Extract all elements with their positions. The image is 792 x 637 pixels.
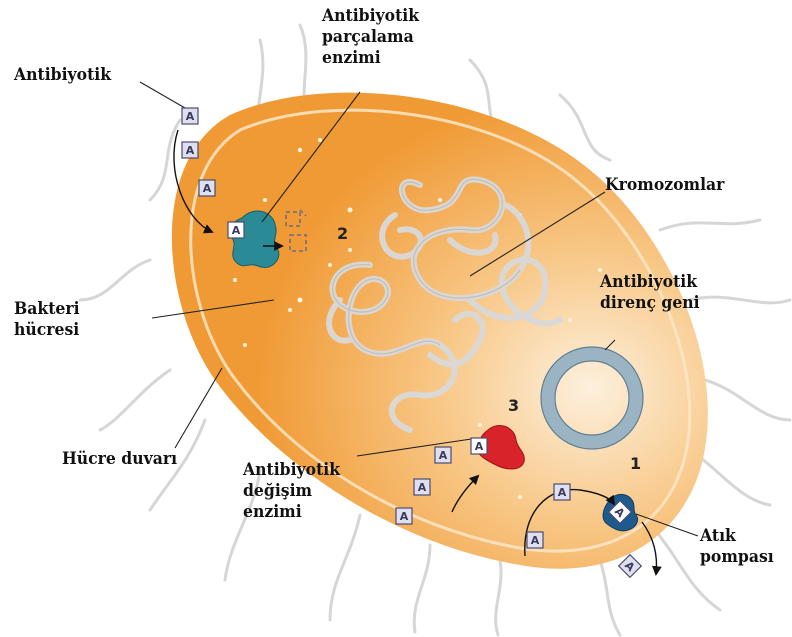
antibiotic-a-symbol: A — [186, 144, 195, 157]
antibiotic-a-box: A — [199, 180, 215, 196]
antibiotic-a-symbol: A — [439, 449, 448, 462]
label-efflux-pump: Atık pompası — [700, 526, 774, 568]
step-number-2: 2 — [337, 224, 348, 243]
antibiotic-a-symbol: A — [558, 486, 567, 499]
antibiotic-a-box: A — [619, 555, 642, 578]
antibiotic-a-box: A — [554, 484, 570, 500]
label-degrading-enzyme: Antibiyotik parçalama enzimi — [322, 6, 419, 69]
antibiotic-a-box: A — [414, 479, 430, 495]
label-modifying-enzyme: Antibiyotik değişim enzimi — [243, 460, 340, 523]
antibiotic-a-symbol: A — [418, 481, 427, 494]
step-number-3: 3 — [508, 396, 519, 415]
step-number-1: 1 — [630, 454, 641, 473]
antibiotic-a-symbol: A — [400, 510, 409, 523]
antibiotic-a-box: A — [228, 222, 244, 238]
antibiotic-a-box: A — [471, 438, 487, 454]
label-antibiotic: Antibiyotik — [14, 65, 111, 86]
antibiotic-a-box: A — [182, 108, 198, 124]
label-cell-wall: Hücre duvarı — [62, 449, 177, 470]
antibiotic-a-symbol: A — [186, 110, 195, 123]
antibiotic-a-box: A — [435, 447, 451, 463]
label-chromosomes: Kromozomlar — [605, 175, 724, 196]
antibiotic-a-box: A — [182, 142, 198, 158]
antibiotic-a-box: A — [396, 508, 412, 524]
antibiotic-a-box: A — [527, 532, 543, 548]
antibiotic-a-symbol: A — [475, 440, 484, 453]
label-bacterial-cell: Bakteri hücresi — [14, 299, 80, 341]
antibiotic-a-symbol: A — [531, 534, 540, 547]
antibiotic-a-symbol: A — [203, 182, 212, 195]
antibiotic-a-symbol: A — [232, 224, 241, 237]
label-resistance-gene: Antibiyotik direnç geni — [600, 272, 700, 314]
